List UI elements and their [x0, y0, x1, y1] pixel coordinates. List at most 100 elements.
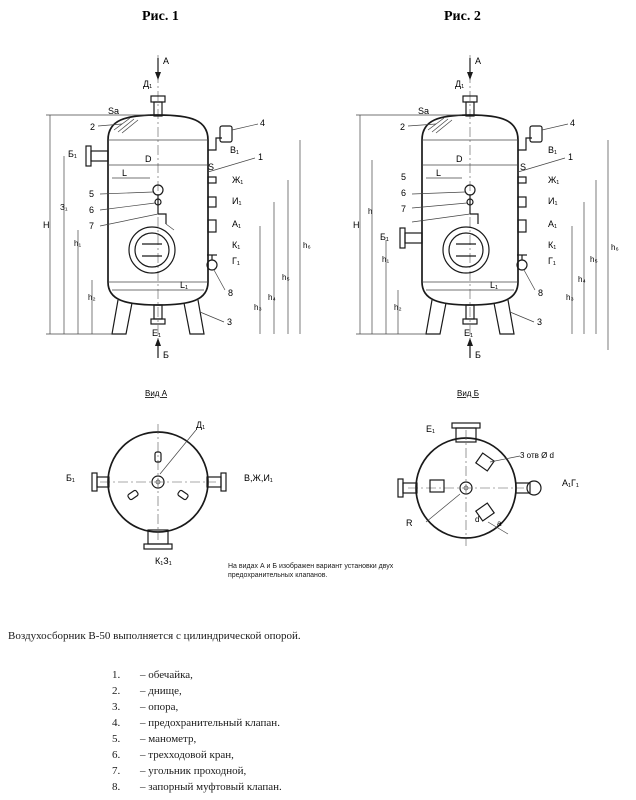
fig2-label-sa: Sa [418, 106, 429, 116]
fig2-nozzle-zh1 [517, 176, 527, 184]
legend-item: 7. – угольник проходной, [112, 763, 282, 779]
fig1-label-b: Б [163, 350, 169, 360]
fig2-nozzle-i1 [517, 196, 527, 208]
fig2-label-h6: h₆ [611, 243, 619, 252]
fig2-bottom-flange [462, 318, 478, 325]
view-b-top-flange [451, 422, 481, 429]
figure-2-title: Рис. 2 [444, 9, 481, 24]
legend-text: – трехходовой кран, [140, 749, 234, 761]
fig2-left-nozzle [404, 232, 423, 244]
view-b: Вид Б Е₁ А₁Г₁ 3 отв Ø d R a d [397, 389, 579, 546]
fig1-left-nozzle [90, 150, 109, 162]
legend-item: 4.– предохранительный клапан. [112, 715, 282, 731]
view-b-right-nozzle [515, 482, 531, 494]
fig2-label-zh1: Ж₁ [548, 175, 559, 185]
fig1-label-h5: h₅ [282, 273, 290, 282]
fig1-safety-valve [219, 125, 233, 143]
fig1-label-v1: В₁ [230, 145, 239, 155]
fig1-label-5: 5 [89, 189, 94, 199]
fig1-label-k1: К₁ [232, 240, 240, 250]
fig1-label-8: 8 [228, 288, 233, 298]
fig2-leader-8 [523, 269, 536, 291]
fig1-label-zh1: Ж₁ [232, 175, 243, 185]
fig2-label-g1: Г₁ [548, 256, 556, 266]
fig2-label-h: h [368, 207, 372, 216]
fig2-label-k1: К₁ [548, 240, 556, 250]
fig2-label-e1: Е₁ [464, 328, 473, 338]
legend-number: 2. [112, 685, 121, 697]
view-b-label-r: R [406, 518, 413, 528]
fig1-label-6: 6 [89, 205, 94, 215]
fig2-manhole-outer [442, 226, 490, 274]
view-b-label-a: a [497, 519, 502, 528]
view-b-leader-holes [489, 455, 521, 463]
fig2-leader-5 [411, 191, 466, 195]
fig1-label-e1: Е₁ [152, 328, 161, 338]
fig1-arrow-b-head [155, 338, 161, 346]
fig2-leader-2 [407, 123, 437, 127]
fig1-head-hatch [113, 117, 139, 134]
fig1-label-d1: Д₁ [143, 79, 152, 89]
fig1-leader-6 [99, 202, 156, 211]
fig1-label-h2: h₂ [88, 293, 96, 302]
fig1-arrow-a-head [155, 72, 161, 80]
fig1-label-b1: Б₁ [68, 149, 77, 159]
fig1-manhole-outer [128, 226, 176, 274]
fig2-arrow-b-head [467, 338, 473, 346]
fig2-label-a: А [475, 56, 481, 66]
legend-text: – запорный муфтовый клапан. [140, 781, 282, 793]
fig2-leader-1 [517, 157, 566, 173]
fig1-label-i1: И₁ [232, 196, 242, 206]
view-a-title: Вид А [145, 389, 168, 398]
legend-text: – опора, [140, 701, 179, 713]
fig2-label-8: 8 [538, 288, 543, 298]
legend-text: – угольник проходной, [140, 765, 247, 777]
fig2-manhole-inner [448, 232, 484, 268]
fig1-label-H: H [43, 220, 50, 230]
fig2-label-l1: L₁ [490, 280, 498, 290]
legend-item: 3. – опора, [112, 699, 282, 715]
fig2-label-5: 5 [401, 172, 406, 182]
view-b-left-nozzle [402, 482, 418, 494]
fig2-label-s: S [520, 162, 526, 172]
fig2-support-left [425, 299, 447, 335]
fig2-support-right [493, 299, 515, 335]
legend-number: 7. [112, 765, 121, 777]
view-a-left-flange [91, 472, 98, 492]
legend-item: 8.– запорный муфтовый клапан. [112, 779, 282, 795]
fig1-label-l: L [122, 168, 127, 178]
figure-1-title: Рис. 1 [142, 9, 179, 24]
fig1-label-3: 3 [227, 317, 232, 327]
fig1-leader-8 [213, 269, 226, 291]
fig2-label-7: 7 [401, 204, 406, 214]
fig2-angle-fitting [470, 213, 479, 224]
fig2-label-2: 2 [400, 122, 405, 132]
fig2-leader-4 [541, 123, 569, 131]
view-b-pad-left [429, 479, 445, 493]
fig1-top-nozzle [153, 101, 163, 117]
fig1-nozzle-a1 [207, 219, 217, 233]
fig1-leader-4 [231, 123, 259, 131]
view-a: Вид А Д₁ Б₁ В,Ж,И₁ К₁З₁ [66, 389, 273, 566]
legend-item: 6.– трехходовой кран, [112, 747, 282, 763]
fig2-top-nozzle [465, 101, 475, 117]
fig2-left-flange [399, 227, 406, 249]
legend-text: – предохранительный клапан. [140, 717, 280, 729]
view-a-leader-d1 [159, 429, 197, 475]
view-a-left-nozzle [96, 476, 110, 488]
legend-number: 3. [112, 701, 121, 713]
figure-1: Рис. 1 А Д₁ Sa Б₁ 4 В₁ Ж₁ И₁ А₁ [43, 9, 311, 360]
fig2-valve-pipe [518, 137, 532, 151]
view-b-pad-bottom [474, 502, 496, 522]
fig2-label-h1: h₁ [382, 255, 389, 264]
fig2-leader-3 [509, 311, 535, 323]
fig1-label-a1: А₁ [232, 219, 241, 229]
fig2-head-hatch [427, 117, 453, 134]
fig2-nozzle-a1 [517, 219, 527, 233]
view-a-right-flange [220, 472, 227, 492]
fig2-label-d1: Д₁ [455, 79, 464, 89]
fig2-label-i1: И₁ [548, 196, 558, 206]
fig2-label-a1: А₁ [548, 219, 557, 229]
fig1-nozzle-zh1 [207, 176, 217, 184]
